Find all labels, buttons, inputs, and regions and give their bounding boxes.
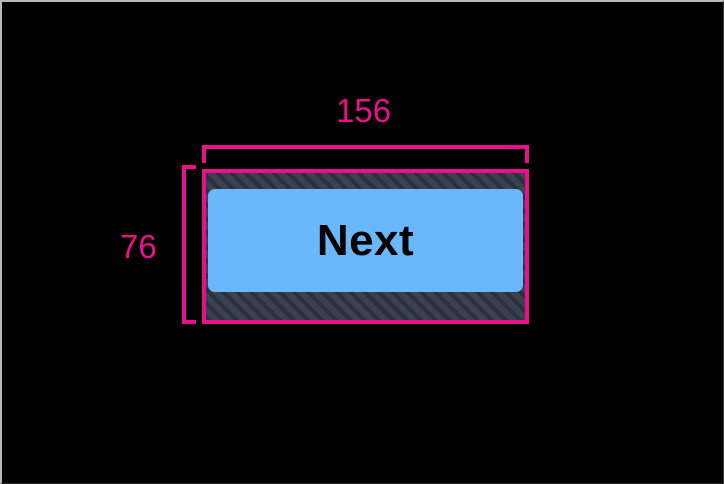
- height-dimension-label: 76: [120, 228, 157, 265]
- next-button[interactable]: Next: [208, 189, 523, 292]
- width-dimension-bracket: [202, 145, 529, 163]
- height-dimension-bracket: [182, 165, 196, 324]
- highlighted-element-bounds: Next: [202, 169, 529, 324]
- next-button-label: Next: [316, 215, 415, 265]
- element-padding-hatch: Next: [206, 173, 525, 320]
- width-dimension-label: 156: [336, 92, 392, 129]
